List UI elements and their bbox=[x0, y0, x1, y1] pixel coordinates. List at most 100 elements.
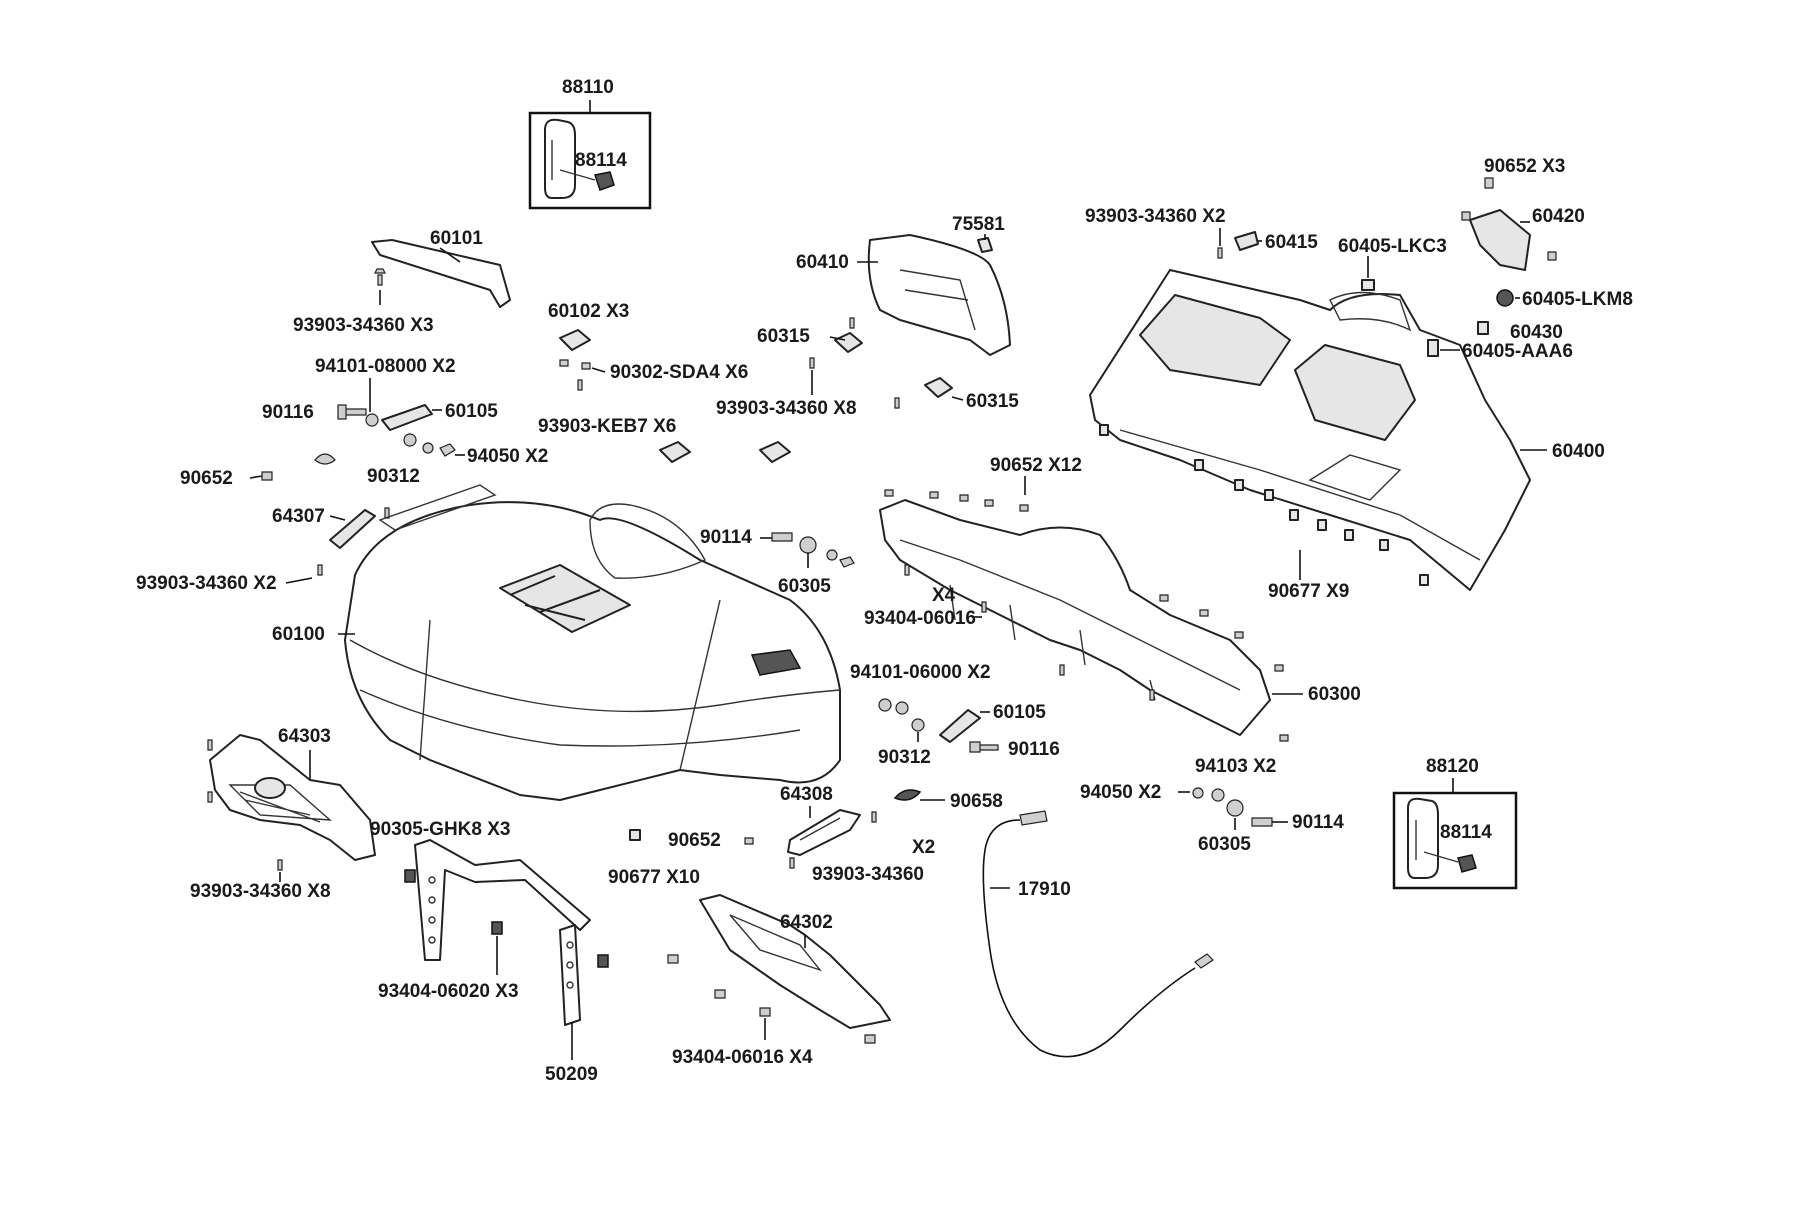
cover-60420 bbox=[1469, 209, 1531, 271]
hood-light-right bbox=[750, 649, 802, 676]
part-60400: 60400 90677 X9 60415 93903-34360 X2 6040… bbox=[1085, 156, 1633, 602]
clips-60102-extra bbox=[659, 441, 791, 463]
washer-icon-b bbox=[422, 442, 434, 454]
washer-icon bbox=[365, 413, 379, 427]
clip-60430 bbox=[1477, 321, 1489, 335]
nut-icon-b bbox=[839, 556, 855, 568]
label-94101-06000: 94101-06000 X2 bbox=[850, 662, 991, 683]
group-60105-right: 94101-06000 X2 60105 90312 90116 bbox=[850, 662, 1060, 768]
label-x2: X2 bbox=[912, 837, 935, 858]
screw-icon-keb7 bbox=[577, 379, 583, 391]
dash-60300 bbox=[879, 499, 1271, 736]
clip-75581 bbox=[977, 237, 993, 253]
label-60420: 60420 bbox=[1532, 206, 1585, 227]
screw-icons-64308 bbox=[789, 811, 877, 869]
inset-88120: 88120 88114 bbox=[1392, 756, 1518, 890]
handle-64307 bbox=[329, 509, 376, 549]
label-60410: 60410 bbox=[796, 252, 849, 273]
bolt-icon-90114 bbox=[771, 532, 793, 542]
cable-17910 bbox=[982, 819, 1196, 1058]
bracket-60415 bbox=[1234, 231, 1259, 251]
label-93404-06016-x4: 93404-06016 X4 bbox=[672, 1047, 813, 1068]
grommet-icon-b bbox=[1226, 799, 1244, 817]
label-64307: 64307 bbox=[272, 506, 325, 527]
label-90114-b: 90114 bbox=[1292, 812, 1344, 833]
label-90116-b: 90116 bbox=[1008, 739, 1060, 760]
label-60300: 60300 bbox=[1308, 684, 1361, 705]
label-90652-a: 90652 bbox=[180, 468, 233, 489]
group-60105-left: 94101-08000 X2 90116 60105 94050 X2 9031… bbox=[180, 356, 548, 489]
bed-box-left bbox=[1139, 294, 1291, 386]
hood-vent bbox=[499, 564, 631, 633]
label-88110: 88110 bbox=[562, 77, 614, 98]
grille-emblem bbox=[254, 777, 286, 799]
label-60415: 60415 bbox=[1265, 232, 1318, 253]
label-90302: 90302-SDA4 X6 bbox=[610, 362, 748, 383]
label-90652-b: 90652 bbox=[668, 830, 721, 851]
part-64302: 64302 93404-06016 X4 bbox=[667, 894, 891, 1068]
group-60305-a: 90114 60305 bbox=[700, 527, 855, 597]
bolt-icon-90114-b bbox=[1251, 817, 1273, 827]
label-64308: 64308 bbox=[780, 784, 833, 805]
part-64307: 64307 93903-34360 X2 bbox=[136, 506, 390, 594]
label-60305-a: 60305 bbox=[778, 576, 831, 597]
nut-icons-60102 bbox=[559, 359, 591, 370]
label-93903-x2-a: 93903-34360 X2 bbox=[136, 573, 277, 594]
clip-90677 bbox=[629, 829, 641, 841]
part-60300: 60300 90652 X12 X4 93404-06016 bbox=[864, 455, 1361, 742]
label-60102: 60102 X3 bbox=[548, 301, 629, 322]
bracket-50209 bbox=[414, 839, 591, 961]
label-60305-b: 60305 bbox=[1198, 834, 1251, 855]
bed-box-right bbox=[1294, 344, 1416, 441]
trim-60101 bbox=[371, 239, 511, 308]
screw-icons-64303 bbox=[207, 739, 283, 871]
grommet-60405-lkc3 bbox=[1361, 279, 1375, 291]
washer-icon-d bbox=[895, 701, 909, 715]
label-17910: 17910 bbox=[1018, 879, 1071, 900]
bolt-icon-90116-b bbox=[969, 741, 999, 753]
label-60105-b: 60105 bbox=[993, 702, 1046, 723]
label-90652-x12: 90652 X12 bbox=[990, 455, 1082, 476]
washer-icon-c bbox=[826, 549, 838, 561]
hood-shell bbox=[344, 501, 841, 801]
label-90677-x9: 90677 X9 bbox=[1268, 581, 1349, 602]
group-60305-b: 94103 X2 94050 X2 90114 60305 bbox=[1080, 756, 1344, 855]
label-50209: 50209 bbox=[545, 1064, 598, 1085]
label-60105-a: 60105 bbox=[445, 401, 498, 422]
label-88114-a: 88114 bbox=[575, 150, 627, 171]
bracket-60105-b bbox=[939, 709, 981, 743]
label-93903-x2-b: 93903-34360 X2 bbox=[1085, 206, 1226, 227]
label-60315-a: 60315 bbox=[757, 326, 810, 347]
screw-icon-06016 bbox=[981, 601, 987, 613]
nut-icon-c bbox=[878, 698, 892, 712]
screw-icon-64307-b bbox=[317, 564, 323, 576]
clip-icon-90652-b bbox=[744, 837, 754, 845]
label-60405-aaa6: 60405-AAA6 bbox=[1462, 341, 1573, 362]
mirror-88120 bbox=[1407, 797, 1439, 879]
cap-icon bbox=[314, 453, 336, 465]
label-60315-b: 60315 bbox=[966, 391, 1019, 412]
label-90116-a: 90116 bbox=[262, 402, 314, 423]
screw-icon bbox=[374, 268, 386, 286]
label-93404-06016: 93404-06016 bbox=[864, 608, 976, 629]
bolt-icons-64302 bbox=[667, 954, 876, 1044]
clip-icons-60400 bbox=[1099, 424, 1429, 586]
clip-60315-a bbox=[834, 332, 863, 353]
clip-60102 bbox=[559, 329, 591, 351]
label-93404-06020: 93404-06020 X3 bbox=[378, 981, 519, 1002]
part-60100-hood: 60100 bbox=[272, 484, 841, 801]
label-64302: 64302 bbox=[780, 912, 833, 933]
part-17910: 17910 bbox=[982, 810, 1214, 1058]
label-75581: 75581 bbox=[952, 214, 1005, 235]
spacer-icon bbox=[403, 433, 417, 447]
screw-icons-60300 bbox=[904, 564, 1155, 701]
label-60400: 60400 bbox=[1552, 441, 1605, 462]
mirror-88110 bbox=[544, 118, 576, 199]
label-94103: 94103 X2 bbox=[1195, 756, 1276, 777]
inset-box-88110 bbox=[528, 111, 652, 210]
label-93903-x8-a: 93903-34360 X8 bbox=[190, 881, 331, 902]
clip-icon bbox=[261, 471, 273, 481]
part-60410: 60410 75581 60315 60315 93903-34360 X8 bbox=[716, 214, 1019, 419]
clip-60315-b bbox=[924, 377, 953, 398]
